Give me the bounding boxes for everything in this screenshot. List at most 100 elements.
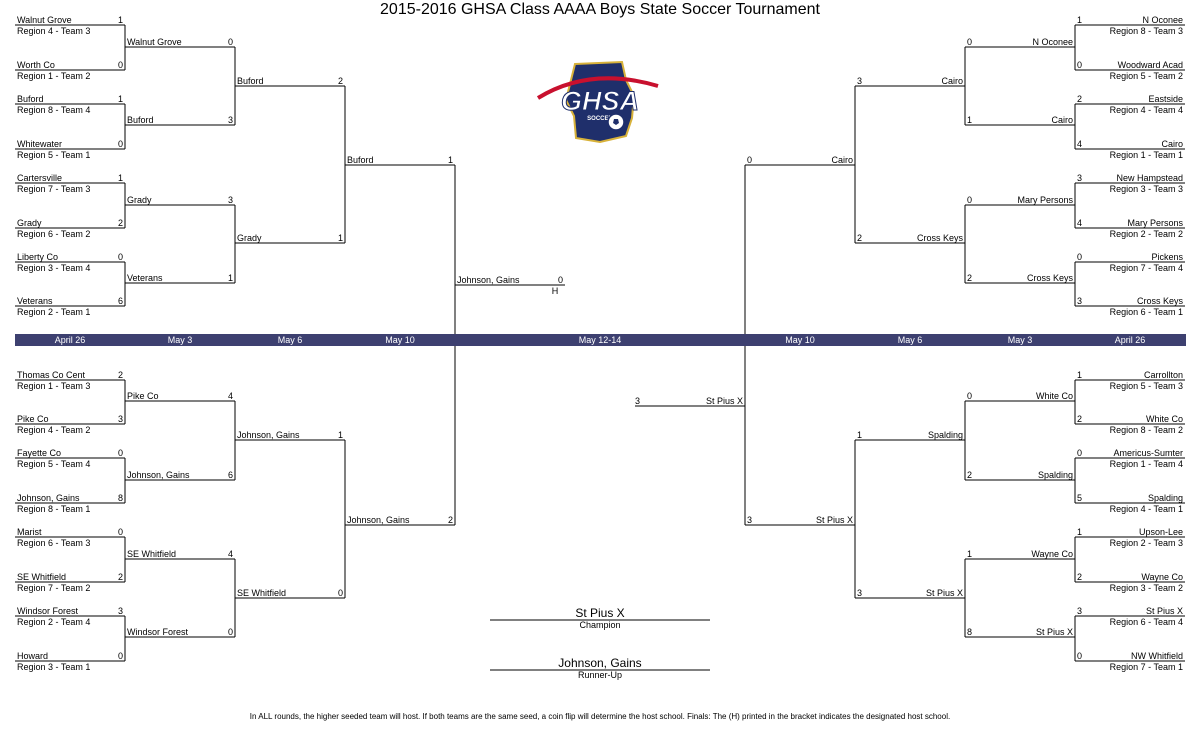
team-name: Cairo [941, 76, 963, 86]
round-date: May 3 [167, 335, 193, 345]
team-score: 0 [117, 139, 123, 149]
team-score: 1 [967, 549, 973, 559]
champion-name: St Pius X [575, 606, 625, 620]
team-score: 2 [857, 233, 863, 243]
team-name: Cairo [1051, 115, 1073, 125]
team-score: 4 [1077, 139, 1083, 149]
team-score: 0 [117, 252, 123, 262]
team-score: 0 [227, 37, 233, 47]
team-name: Veterans [127, 273, 163, 283]
team-name: Johnson, Gains [237, 430, 300, 440]
team-seed: Region 4 - Team 3 [17, 26, 91, 36]
team-seed: Region 6 - Team 1 [1109, 307, 1183, 317]
team-name: Fayette Co [17, 448, 62, 458]
round-date: April 26 [54, 335, 86, 345]
team-name: Johnson, Gains [17, 493, 80, 503]
team-name: New Hampstead [1116, 173, 1183, 183]
team-name: Howard [17, 651, 49, 661]
round-date: May 3 [1007, 335, 1033, 345]
team-seed: Region 1 - Team 1 [1109, 150, 1183, 160]
team-name: Cross Keys [916, 233, 963, 243]
team-score: 2 [117, 572, 123, 582]
team-name: Walnut Grove [127, 37, 182, 47]
team-score: 0 [747, 155, 753, 165]
team-name: Buford [127, 115, 154, 125]
team-name: White Co [1145, 414, 1183, 424]
team-score: 3 [117, 414, 123, 424]
finalist-score: 3 [635, 396, 641, 406]
team-score: 3 [227, 115, 233, 125]
team-name: Thomas Co Cent [17, 370, 86, 380]
team-score: 1 [857, 430, 863, 440]
team-score: 6 [117, 296, 123, 306]
team-score: 2 [1077, 94, 1083, 104]
team-score: 0 [1077, 60, 1083, 70]
team-name: St Pius X [925, 588, 963, 598]
finalist-name: Johnson, Gains [457, 275, 520, 285]
team-score: 3 [1077, 173, 1083, 183]
team-name: Spalding [1147, 493, 1183, 503]
team-seed: Region 8 - Team 4 [17, 105, 91, 115]
team-name: SE Whitfield [127, 549, 177, 559]
team-name: Buford [17, 94, 44, 104]
team-score: 3 [747, 515, 753, 525]
team-seed: Region 7 - Team 2 [17, 583, 91, 593]
team-name: St Pius X [1035, 627, 1073, 637]
team-seed: Region 5 - Team 4 [17, 459, 91, 469]
team-score: 4 [227, 391, 233, 401]
team-name: Americus-Sumter [1113, 448, 1183, 458]
team-name: Cross Keys [1136, 296, 1183, 306]
team-score: 4 [227, 549, 233, 559]
round-date: May 6 [277, 335, 303, 345]
team-seed: Region 4 - Team 4 [1109, 105, 1183, 115]
host-marker: H [551, 286, 559, 296]
finalist-score: 0 [557, 275, 563, 285]
team-score: 2 [967, 273, 973, 283]
team-score: 1 [337, 233, 343, 243]
team-name: Pike Co [127, 391, 159, 401]
team-score: 4 [1077, 218, 1083, 228]
team-score: 2 [117, 370, 123, 380]
team-name: Eastside [1148, 94, 1183, 104]
team-score: 0 [117, 651, 123, 661]
team-score: 1 [967, 115, 973, 125]
team-name: Buford [347, 155, 374, 165]
team-seed: Region 6 - Team 3 [17, 538, 91, 548]
team-name: Whitewater [17, 139, 63, 149]
team-seed: Region 6 - Team 4 [1109, 617, 1183, 627]
team-name: Marist [17, 527, 42, 537]
team-seed: Region 5 - Team 2 [1109, 71, 1183, 81]
team-score: 0 [967, 37, 973, 47]
team-name: Veterans [17, 296, 53, 306]
team-score: 0 [1077, 252, 1083, 262]
team-score: 3 [857, 588, 863, 598]
team-score: 0 [117, 60, 123, 70]
team-seed: Region 8 - Team 3 [1109, 26, 1183, 36]
round-date: May 6 [897, 335, 923, 345]
team-score: 3 [1077, 606, 1083, 616]
team-seed: Region 2 - Team 3 [1109, 538, 1183, 548]
team-name: Grady [237, 233, 262, 243]
team-score: 0 [337, 588, 343, 598]
team-name: Liberty Co [17, 252, 59, 262]
team-score: 0 [1077, 651, 1083, 661]
team-score: 1 [117, 173, 123, 183]
page-title: 2015-2016 GHSA Class AAAA Boys State Soc… [380, 1, 820, 18]
team-seed: Region 4 - Team 1 [1109, 504, 1183, 514]
team-name: Pike Co [17, 414, 49, 424]
runner-up-label: Runner-Up [577, 670, 623, 680]
logo-subtext: SOCCER [587, 116, 613, 122]
team-seed: Region 2 - Team 4 [17, 617, 91, 627]
team-score: 1 [1077, 527, 1083, 537]
logo-text: GHSA [561, 86, 639, 116]
team-name: Worth Co [17, 60, 55, 70]
team-score: 2 [447, 515, 453, 525]
round-date: May 10 [385, 335, 415, 345]
team-score: 8 [117, 493, 123, 503]
team-seed: Region 3 - Team 1 [17, 662, 91, 672]
team-name: Mary Persons [1017, 195, 1073, 205]
team-name: Windsor Forest [17, 606, 79, 616]
